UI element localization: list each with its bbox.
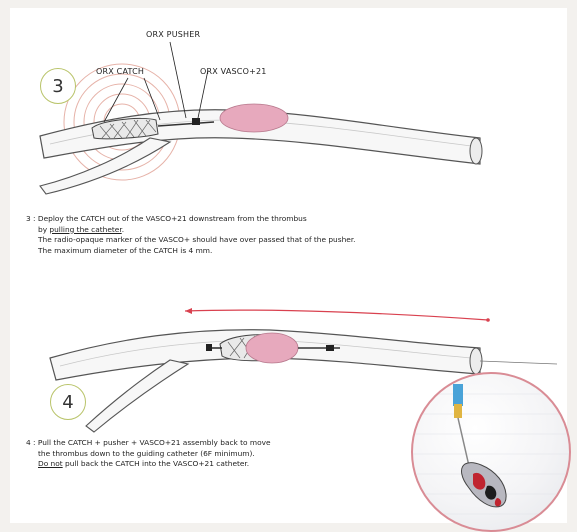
step-4-badge: 4 — [50, 384, 86, 420]
step-3-badge: 3 — [40, 68, 76, 104]
callout-vasco: ORX VASCO+21 — [200, 67, 267, 76]
step-4-line-3: Do not pull back the CATCH into the VASC… — [26, 459, 396, 470]
step-3-line-4: The maximum diameter of the CATCH is 4 m… — [26, 246, 416, 257]
step-3-line-1: 3 : Deploy the CATCH out of the VASCO+21… — [26, 214, 416, 225]
step-3-line-2-prefix: by — [38, 225, 49, 234]
step-4-caption: 4 : Pull the CATCH + pusher + VASCO+21 a… — [26, 438, 396, 470]
callout-catch: ORX CATCH — [96, 67, 144, 76]
thrombus-step3 — [220, 104, 288, 132]
step-4-number: 4 — [62, 392, 73, 413]
step-4-line-3-suffix: pull back the CATCH into the VASCO+21 ca… — [63, 459, 249, 468]
device-photo-inset — [411, 372, 571, 532]
step-4-line-3-underlined: Do not — [38, 459, 63, 468]
device-photo-icon — [413, 374, 569, 530]
step-3-number: 3 — [52, 76, 63, 97]
step-3-caption: 3 : Deploy the CATCH out of the VASCO+21… — [26, 214, 416, 256]
step-3-line-2-suffix: . — [122, 225, 124, 234]
pull-arrow — [185, 308, 490, 322]
step-3-line-2-underlined: pulling the catheter — [49, 225, 121, 234]
step-3-line-3: The radio-opaque marker of the VASCO+ sh… — [26, 235, 416, 246]
step-4-line-2: the thrombus down to the guiding cathete… — [26, 449, 396, 460]
step-4-line-1: 4 : Pull the CATCH + pusher + VASCO+21 a… — [26, 438, 396, 449]
callout-pusher: ORX PUSHER — [146, 30, 200, 39]
thrombus-step4 — [246, 333, 298, 363]
step-3-line-2: by pulling the catheter. — [26, 225, 416, 236]
